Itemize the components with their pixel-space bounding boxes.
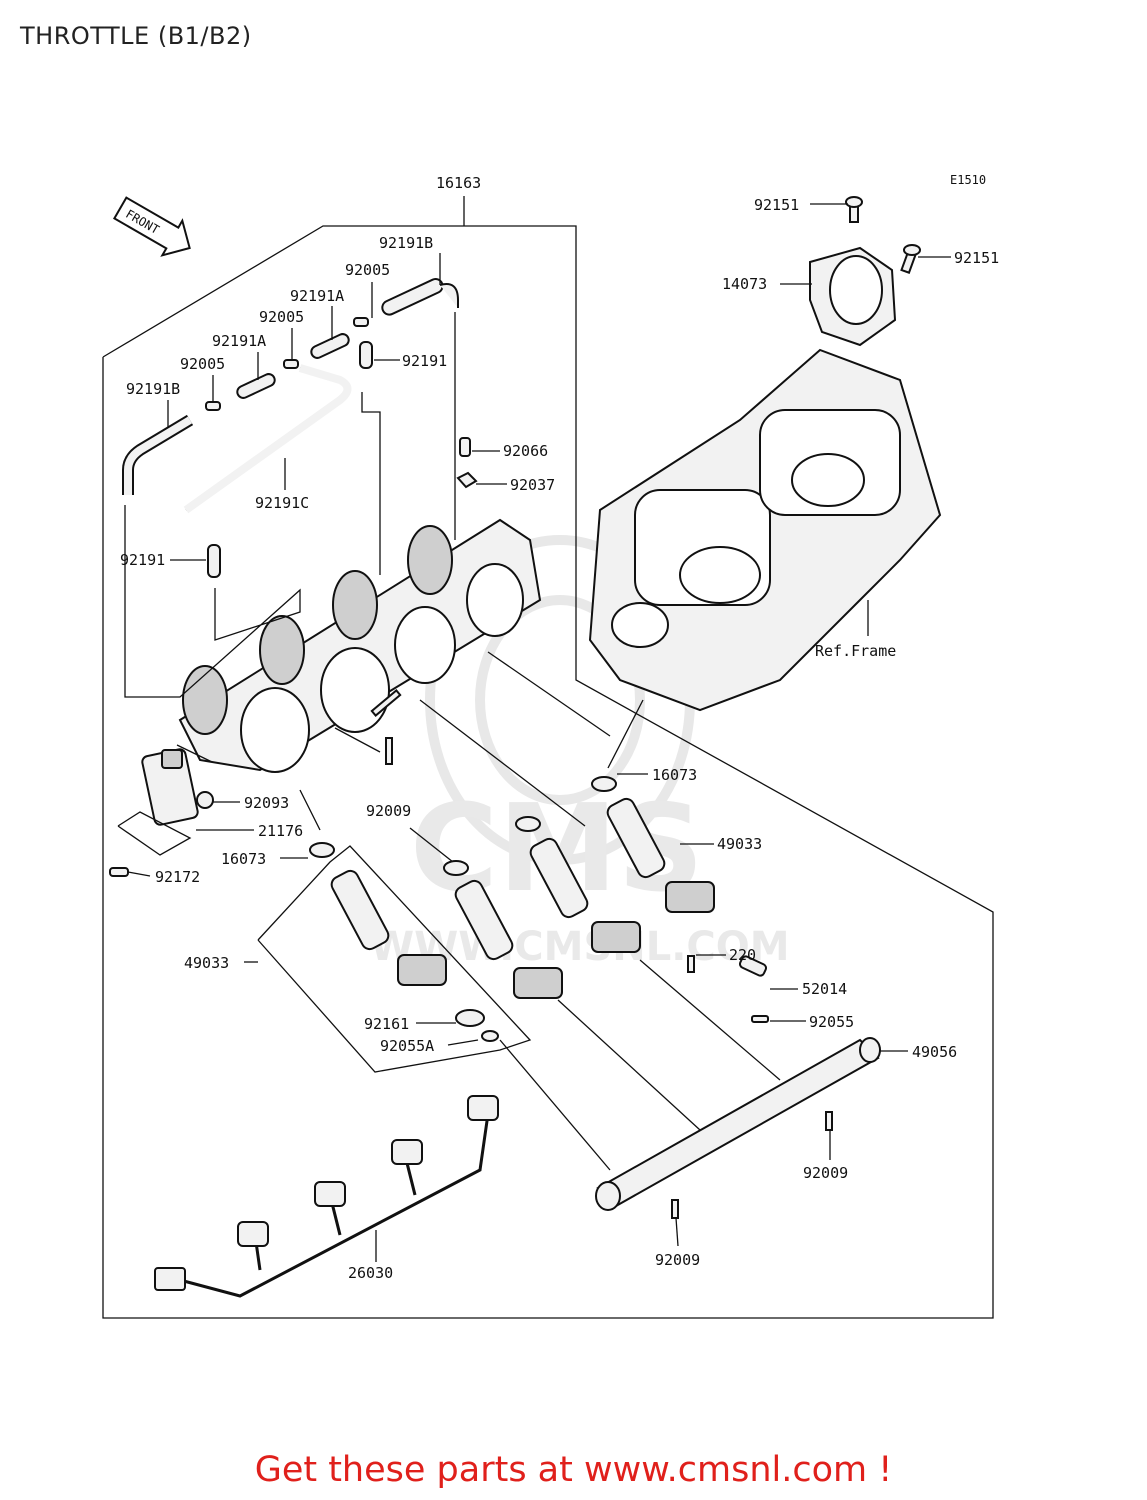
assembly-outline	[102, 225, 994, 1319]
frame-ref	[588, 348, 942, 712]
label-52014: 52014	[802, 980, 847, 998]
label-21176: 21176	[258, 822, 303, 840]
wiring-harness-26030	[154, 1095, 499, 1298]
label-49033-right: 49033	[717, 835, 762, 853]
hose-set	[122, 278, 478, 578]
label-92055: 92055	[809, 1013, 854, 1031]
page-title: THROTTLE (B1/B2)	[20, 22, 252, 50]
label-49056: 49056	[912, 1043, 957, 1061]
label-92191-left: 92191	[120, 551, 165, 569]
parts-diagram: CMS WWW.CMSNL.COM FRONT	[102, 173, 999, 1319]
label-92005-a: 92005	[345, 261, 390, 279]
label-92172: 92172	[155, 868, 200, 886]
seal-16073	[309, 776, 617, 876]
label-92191-top: 92191	[402, 352, 447, 370]
label-92093: 92093	[244, 794, 289, 812]
label-92066: 92066	[503, 442, 548, 460]
throttle-position-sensor	[109, 744, 214, 877]
label-92191A-b: 92191A	[212, 332, 266, 350]
fuel-rail-49056	[499, 955, 881, 1219]
injector-set	[330, 797, 715, 1042]
label-92191A-a: 92191A	[290, 287, 344, 305]
label-92055A: 92055A	[380, 1037, 434, 1055]
label-14073: 14073	[722, 275, 767, 293]
label-92151-b: 92151	[954, 249, 999, 267]
throttle-body-assembly	[178, 518, 542, 773]
front-arrow-icon: FRONT	[112, 196, 191, 257]
label-49033-left: 49033	[184, 954, 229, 972]
label-ref-frame: Ref.Frame	[815, 642, 896, 660]
label-16073-right: 16073	[652, 766, 697, 784]
label-92009-b: 92009	[803, 1164, 848, 1182]
footer-cta[interactable]: Get these parts at www.cmsnl.com !	[254, 1450, 893, 1490]
label-92009-c: 92009	[655, 1251, 700, 1269]
label-92005-c: 92005	[180, 355, 225, 373]
label-92009-a: 92009	[366, 802, 411, 820]
label-16073-left: 16073	[221, 850, 266, 868]
label-92191B-top: 92191B	[379, 234, 433, 252]
label-92037: 92037	[510, 476, 555, 494]
label-92151-a: 92151	[754, 196, 799, 214]
diagram-code: E1510	[950, 173, 986, 187]
label-92005-b: 92005	[259, 308, 304, 326]
duct-14073	[809, 196, 921, 347]
label-92191C: 92191C	[255, 494, 309, 512]
label-220: 220	[729, 946, 756, 964]
label-92191B-left: 92191B	[126, 380, 180, 398]
label-92161: 92161	[364, 1015, 409, 1033]
label-26030: 26030	[348, 1264, 393, 1282]
label-16163: 16163	[436, 174, 481, 192]
